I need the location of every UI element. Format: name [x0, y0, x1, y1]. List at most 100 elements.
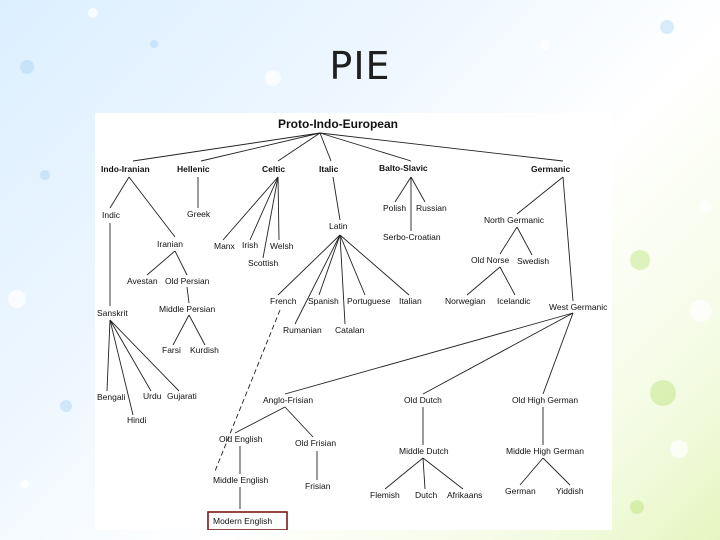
tree-edge	[466, 266, 501, 296]
tree-edge	[394, 176, 412, 203]
tree-edge	[277, 132, 321, 162]
language-tree-diagram: Proto-Indo-European Indo-Iranian Helleni…	[95, 113, 612, 530]
branch-balto-slavic: Balto-Slavic	[379, 163, 428, 173]
lang-swedish: Swedish	[517, 256, 549, 266]
tree-edge	[499, 266, 516, 296]
branch-italic: Italic	[319, 164, 339, 174]
lang-spanish: Spanish	[308, 296, 339, 306]
lang-italian: Italian	[399, 296, 422, 306]
language-tree-svg: Proto-Indo-European Indo-Iranian Helleni…	[97, 117, 608, 530]
lang-german: German	[505, 486, 536, 496]
tree-edge	[339, 234, 410, 296]
tree-edge	[262, 176, 279, 259]
lang-manx: Manx	[214, 241, 236, 251]
tree-edge	[542, 312, 574, 395]
tree-edge	[339, 234, 346, 325]
lang-old-norse: Old Norse	[471, 255, 510, 265]
lang-polish: Polish	[383, 203, 406, 213]
lang-old-high-german: Old High German	[512, 395, 578, 405]
tree-edge	[562, 176, 574, 302]
branch-indo-iranian: Indo-Iranian	[101, 164, 150, 174]
tree-edge	[249, 176, 279, 241]
tree-edge	[516, 226, 533, 256]
lang-old-english: Old English	[219, 434, 263, 444]
lang-avestan: Avestan	[127, 276, 158, 286]
lang-irish: Irish	[242, 240, 258, 250]
lang-iranian: Iranian	[157, 239, 183, 249]
tree-edge	[222, 176, 279, 241]
lang-anglo-frisian: Anglo-Frisian	[263, 395, 313, 405]
lang-welsh: Welsh	[270, 241, 294, 251]
tree-edge	[384, 457, 424, 490]
lang-portuguese: Portuguese	[347, 296, 391, 306]
lang-yiddish: Yiddish	[556, 486, 584, 496]
lang-scottish: Scottish	[248, 258, 279, 268]
tree-edge	[410, 176, 426, 203]
lang-norwegian: Norwegian	[445, 296, 486, 306]
tree-edge	[109, 319, 180, 392]
lang-icelandic: Icelandic	[497, 296, 531, 306]
lang-russian: Russian	[416, 203, 447, 213]
tree-edge	[422, 457, 464, 490]
tree-edge	[146, 250, 176, 276]
lang-modern-english: Modern English	[213, 516, 272, 526]
tree-edge	[200, 132, 321, 162]
tree-edge	[318, 234, 341, 296]
lang-catalan: Catalan	[335, 325, 365, 335]
lang-latin: Latin	[329, 221, 348, 231]
lang-farsi: Farsi	[162, 345, 181, 355]
lang-urdu: Urdu	[143, 391, 162, 401]
tree-edge	[132, 132, 321, 162]
tree-edge	[186, 286, 190, 304]
tree-edge	[519, 457, 544, 486]
tree-edge	[128, 176, 176, 238]
lang-greek: Greek	[187, 209, 211, 219]
lang-afrikaans: Afrikaans	[447, 490, 482, 500]
lang-middle-persian: Middle Persian	[159, 304, 215, 314]
tree-edge	[109, 319, 134, 416]
tree-edge	[542, 457, 571, 486]
modern-english-highlight-box	[207, 511, 288, 530]
branch-germanic: Germanic	[531, 164, 570, 174]
lang-french: French	[270, 296, 297, 306]
lang-dutch: Dutch	[415, 490, 437, 500]
tree-edge	[332, 176, 341, 221]
lang-gujarati: Gujarati	[167, 391, 197, 401]
lang-frisian: Frisian	[305, 481, 331, 491]
tree-edge	[319, 132, 332, 162]
lang-serbo-croatian: Serbo-Croatian	[383, 232, 441, 242]
tree-edges	[106, 132, 574, 509]
tree-edge	[277, 234, 341, 296]
lang-old-persian: Old Persian	[165, 276, 210, 286]
tree-edge	[319, 132, 564, 162]
tree-edge	[174, 250, 188, 276]
lang-bengali: Bengali	[97, 392, 125, 402]
lang-flemish: Flemish	[370, 490, 400, 500]
tree-edge	[234, 406, 286, 434]
branch-hellenic: Hellenic	[177, 164, 210, 174]
tree-edge	[109, 176, 130, 209]
branch-celtic: Celtic	[262, 164, 285, 174]
tree-edge	[284, 312, 574, 395]
tree-edge	[284, 406, 314, 438]
tree-edge	[516, 176, 564, 215]
tree-edge	[294, 234, 341, 325]
lang-old-frisian: Old Frisian	[295, 438, 336, 448]
lang-middle-high-german: Middle High German	[506, 446, 584, 456]
tree-edge	[172, 314, 190, 346]
root-label: Proto-Indo-European	[278, 117, 398, 131]
tree-edge	[499, 226, 518, 255]
lang-west-germanic: West Germanic	[549, 302, 608, 312]
slide-title: PIE	[329, 44, 391, 88]
tree-edge	[106, 319, 111, 392]
lang-indic: Indic	[102, 210, 121, 220]
lang-kurdish: Kurdish	[190, 345, 219, 355]
tree-edge	[277, 176, 280, 241]
lang-rumanian: Rumanian	[283, 325, 322, 335]
lang-middle-english: Middle English	[213, 475, 269, 485]
tree-edge	[339, 234, 366, 296]
french-influence-dashed-edge	[214, 309, 281, 472]
tree-edge	[319, 132, 412, 162]
lang-middle-dutch: Middle Dutch	[399, 446, 449, 456]
tree-edge	[188, 314, 206, 346]
